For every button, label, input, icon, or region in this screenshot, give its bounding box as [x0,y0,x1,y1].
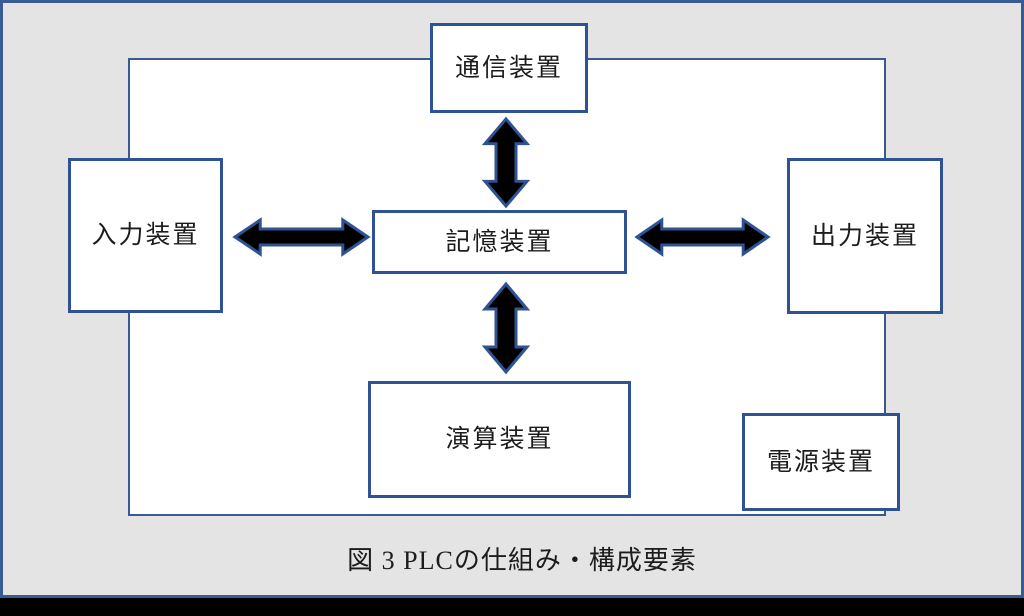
node-input-label: 入力装置 [91,222,200,249]
node-arithmetic-label: 演算装置 [445,426,554,453]
figure-caption: 図 3 PLCの仕組み・構成要素 [347,546,697,575]
node-output-label: 出力装置 [810,222,919,250]
node-input-device: 入力装置 [68,158,223,313]
double-arrow-icon-input-memory [232,217,371,257]
node-communication-label: 通信装置 [454,54,563,82]
node-communication-device: 通信装置 [430,23,588,113]
double-arrow-icon-memory-arithmetic [481,281,531,375]
node-power-label: 電源装置 [766,448,875,476]
node-power-device: 電源装置 [742,413,900,511]
node-memory-device: 記憶装置 [372,210,627,274]
double-arrow-icon-memory-output [634,217,771,257]
node-memory-label: 記憶装置 [445,228,554,256]
double-arrow-icon-memory-communication [481,116,531,209]
node-arithmetic-device: 演算装置 [368,381,631,498]
node-output-device: 出力装置 [787,158,943,314]
